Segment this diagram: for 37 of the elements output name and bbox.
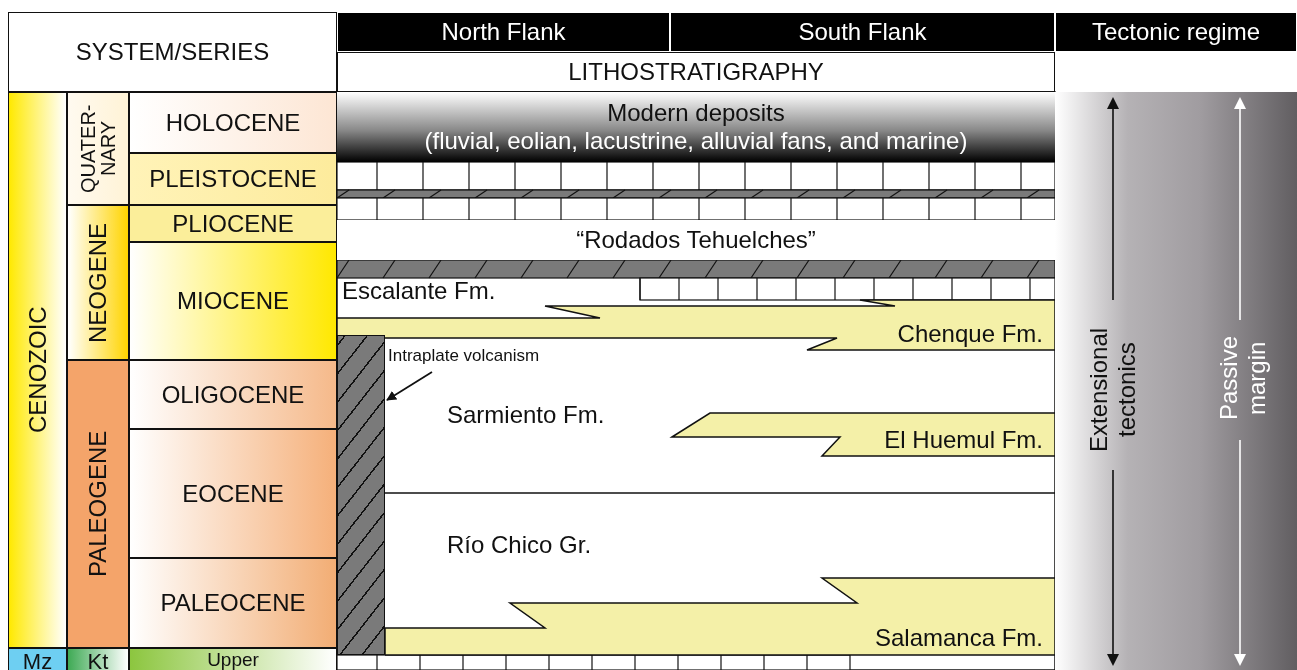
epoch-cell: OLIGOCENE xyxy=(129,360,337,429)
volcanic-column xyxy=(337,335,385,655)
period-cell: NEOGENE xyxy=(67,205,129,360)
formation-label: Chenque Fm. xyxy=(897,320,1044,350)
header-cell: North Flank xyxy=(337,12,670,52)
annotation-text: Intraplate volcanism xyxy=(388,343,608,369)
formation-label: El Huemul Fm. xyxy=(884,426,1044,456)
period-cell: PALEOGENE xyxy=(67,360,129,648)
epoch-cell: EOCENE xyxy=(129,429,337,558)
formation-label: Escalante Fm. xyxy=(342,280,532,302)
header-cell: LITHOSTRATIGRAPHY xyxy=(337,52,1055,92)
epoch-cell: HOLOCENE xyxy=(129,92,337,153)
regime-label: Passive margin xyxy=(1215,335,1271,423)
formation-tongue xyxy=(668,411,1055,458)
formation-label: Salamanca Fm. xyxy=(874,624,1044,654)
formation-tongue xyxy=(385,576,1055,656)
deposit-band xyxy=(337,92,1055,162)
epoch-cell: MIOCENE xyxy=(129,242,337,360)
epoch-cell: PLIOCENE xyxy=(129,205,337,242)
tectonic-regime-band xyxy=(1055,92,1297,670)
header-cell: South Flank xyxy=(670,12,1055,52)
deposit-description: (fluvial, eolian, lacustrine, alluvial fans, and marine) xyxy=(424,127,968,155)
header-cell: SYSTEM/SERIES xyxy=(8,12,337,92)
epoch-cell: PALEOCENE xyxy=(129,558,337,648)
regime-label: Extensional tectonics xyxy=(1085,326,1141,455)
era-cell: CENOZOIC xyxy=(8,92,67,648)
header-cell: Tectonic regime xyxy=(1055,12,1297,52)
formation-band: “Rodados Tehuelches” xyxy=(337,220,1055,260)
epoch-cell: PLEISTOCENE xyxy=(129,153,337,205)
period-cell: QUATER- NARY xyxy=(67,92,129,205)
deposit-heading: Modern deposits xyxy=(607,99,785,127)
formation-label: Sarmiento Fm. xyxy=(385,380,685,450)
era-cell: Mz xyxy=(8,648,67,670)
formation-label: Río Chico Gr. xyxy=(385,510,685,580)
leader-arrow xyxy=(386,371,433,401)
period-cell: Kt xyxy=(67,648,129,670)
epoch-cell: Upper xyxy=(129,648,337,670)
